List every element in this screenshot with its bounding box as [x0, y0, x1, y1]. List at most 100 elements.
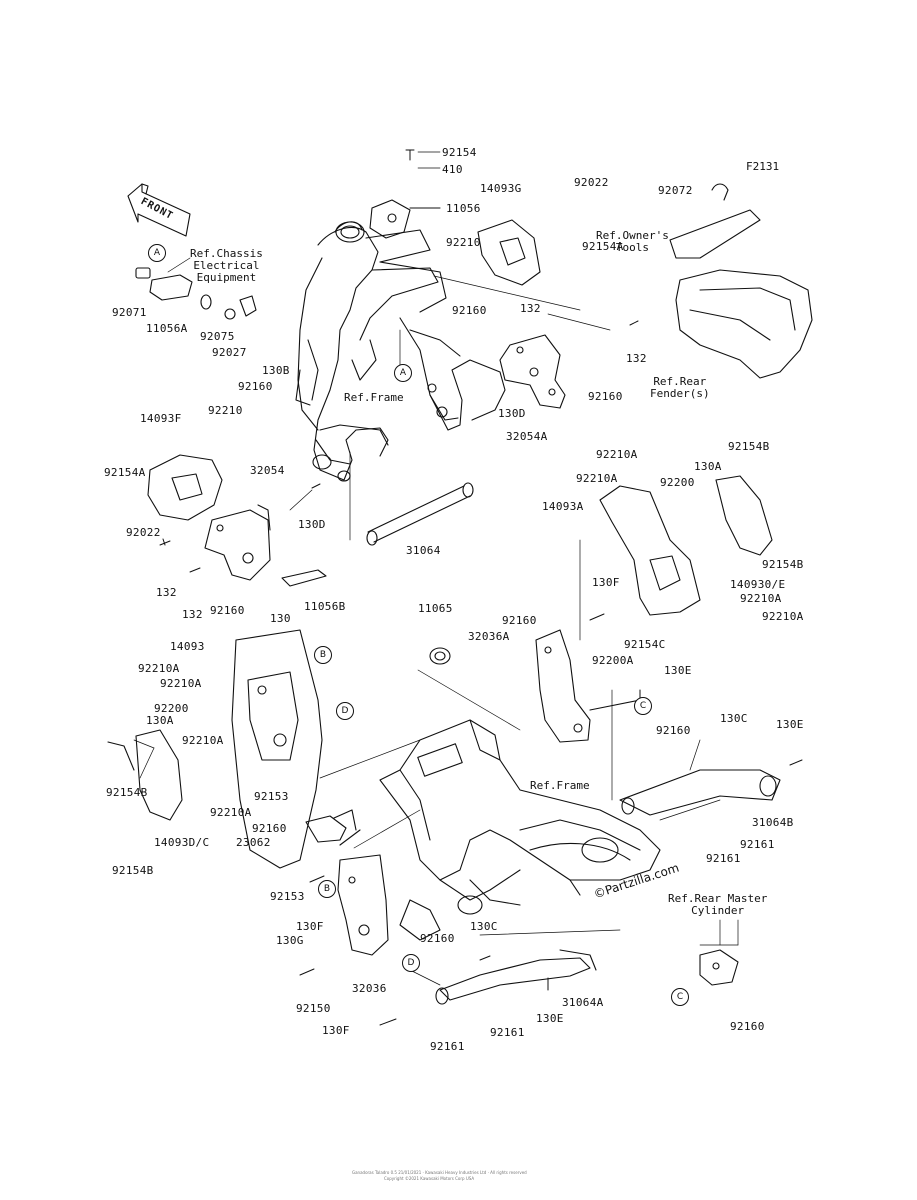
part-23062	[305, 809, 357, 843]
part-label: 92072	[658, 184, 693, 197]
part-label: 92154	[442, 146, 477, 159]
part-label: 14093	[170, 640, 205, 653]
part-label: 92210A	[160, 677, 202, 690]
part-label: 92153	[270, 890, 305, 903]
bracket-32054a	[499, 334, 566, 409]
part-label: 130D	[298, 518, 326, 531]
part-label: 92161	[706, 852, 741, 865]
callout-d-upper: D	[336, 702, 354, 720]
part-label: 92160	[502, 614, 537, 627]
part-label: 92200	[154, 702, 189, 715]
part-label: 32054	[250, 464, 285, 477]
leader-lines	[133, 151, 739, 986]
part-label: 130G	[276, 934, 304, 947]
cover-14093a	[599, 475, 773, 616]
figure-code: F2131	[746, 160, 780, 173]
part-label: 92160	[210, 604, 245, 617]
part-label: 23062	[236, 836, 271, 849]
part-label: 92210A	[596, 448, 638, 461]
link-31064a	[435, 949, 597, 1005]
part-label: 92160	[420, 932, 455, 945]
seal-11065	[429, 647, 451, 665]
callout-c-lower: C	[671, 988, 689, 1006]
part-label: 132	[156, 586, 177, 599]
part-label: 31064	[406, 544, 441, 557]
bracket-11056	[369, 199, 441, 239]
ref-frame-top: Ref.Frame	[344, 391, 404, 404]
part-label: 132	[626, 352, 647, 365]
part-label: 32036A	[468, 630, 510, 643]
part-label: 92210A	[210, 806, 252, 819]
part-label: 92154C	[624, 638, 666, 651]
part-label: 32036	[352, 982, 387, 995]
part-label: 92160	[252, 822, 287, 835]
ref-chassis-electrical: Ref.Chassis Electrical Equipment	[190, 247, 263, 284]
part-label: 92210A	[740, 592, 782, 605]
part-label: 130E	[664, 664, 692, 677]
part-label: 11056	[446, 202, 481, 215]
front-arrow-icon	[127, 183, 191, 237]
part-label: 130A	[146, 714, 174, 727]
part-label: 11056B	[304, 600, 346, 613]
part-label: 92210A	[762, 610, 804, 623]
part-label: 130C	[720, 712, 748, 725]
part-label: 92022	[126, 526, 161, 539]
part-label: 92161	[740, 838, 775, 851]
part-label: 14093A	[542, 500, 584, 513]
part-label: 132	[182, 608, 203, 621]
part-label: 92210A	[138, 662, 180, 675]
callout-d-lower: D	[402, 954, 420, 972]
master-cylinder-bracket	[699, 949, 739, 986]
part-label: 92161	[430, 1040, 465, 1053]
part-label: 130E	[536, 1012, 564, 1025]
part-label: 130F	[592, 576, 620, 589]
cover-14093g	[477, 219, 541, 286]
bracket-32054	[204, 504, 271, 581]
owners-tools-bag	[669, 183, 761, 259]
part-label: 92153	[254, 790, 289, 803]
callout-c-upper: C	[634, 697, 652, 715]
part-label: 92154B	[728, 440, 770, 453]
part-label: 130	[270, 612, 291, 625]
part-label: 130F	[322, 1024, 350, 1037]
part-label: 92210	[208, 404, 243, 417]
ref-rear-master-cylinder: Ref.Rear Master Cylinder	[668, 892, 768, 917]
part-label: 92027	[212, 346, 247, 359]
part-label: 92154B	[112, 864, 154, 877]
part-label: 92161	[490, 1026, 525, 1039]
shaft-31064	[366, 482, 474, 546]
footer-line-2: Copyright ©2021 Kawasaki Motors Corp USA	[384, 1176, 475, 1181]
frame-right-section	[399, 317, 506, 431]
part-label: 140930/E	[730, 578, 786, 591]
part-label: 92160	[588, 390, 623, 403]
part-label: 92154B	[762, 558, 804, 571]
part-label: 92160	[730, 1020, 765, 1033]
lower-frame	[379, 719, 661, 941]
part-label: 92210	[446, 236, 481, 249]
footer-line-1: Ganadoras Taladro 0.5 21/01/2021 · Kawas…	[352, 1170, 527, 1175]
part-label: 92150	[296, 1002, 331, 1015]
part-label: 92200	[660, 476, 695, 489]
bolts	[159, 149, 803, 1026]
callout-b-lower: B	[318, 880, 336, 898]
callout-a-lower: A	[394, 364, 412, 382]
part-label: 92154A	[582, 240, 624, 253]
part-label: 14093D/C	[154, 836, 210, 849]
part-label: 92075	[200, 330, 235, 343]
callout-a-upper: A	[148, 244, 166, 262]
part-label: 130E	[776, 718, 804, 731]
bracket-32036	[337, 829, 389, 956]
cover-14093dc	[107, 729, 183, 821]
bracket-11056b	[281, 569, 327, 587]
part-label: 130D	[498, 407, 526, 420]
part-label: 11056A	[146, 322, 188, 335]
link-31064b	[619, 769, 781, 816]
ref-rear-fender: Ref.Rear Fender(s)	[650, 375, 710, 400]
part-label: 130C	[470, 920, 498, 933]
part-label: 92210A	[576, 472, 618, 485]
part-label: 31064A	[562, 996, 604, 1009]
ref-frame-bottom: Ref.Frame	[530, 779, 590, 792]
rear-fender	[675, 269, 813, 379]
part-label: 92160	[452, 304, 487, 317]
